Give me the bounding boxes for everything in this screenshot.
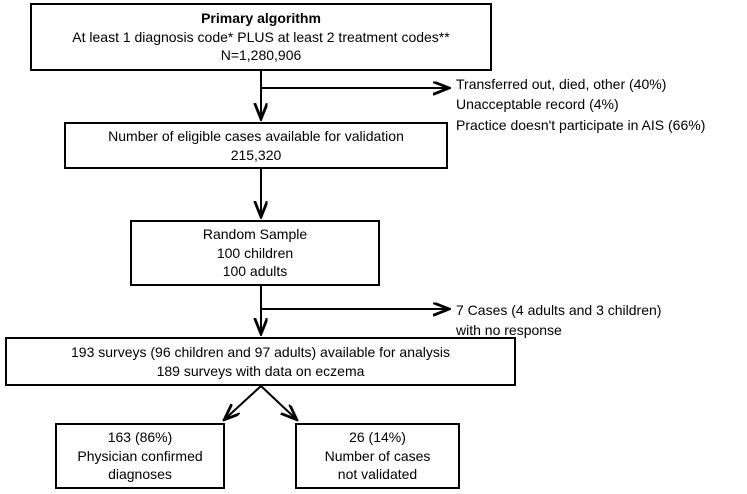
node-notvalidated-line-3: not validated xyxy=(337,466,418,483)
node-primary-algorithm: Primary algorithm At least 1 diagnosis c… xyxy=(30,3,492,71)
connector-surveys-to-notvalidated xyxy=(260,385,296,419)
node-primary-line-3: N=1,280,906 xyxy=(220,47,302,64)
annotation-noresponse-line-2: with no response xyxy=(456,322,562,339)
annotation-noresponse-line-1: 7 Cases (4 adults and 3 children) xyxy=(456,302,662,318)
node-random-line-1: Random Sample xyxy=(202,226,308,243)
node-physician-confirmed: 163 (86%) Physician confirmed diagnoses xyxy=(55,423,225,489)
annotation-exclusions: Transferred out, died, other (40%) Unacc… xyxy=(456,74,705,135)
node-eligible-line-1: Number of eligible cases available for v… xyxy=(108,128,404,145)
node-random-line-3: 100 adults xyxy=(222,263,288,280)
node-primary-line-2: At least 1 diagnosis code* PLUS at least… xyxy=(72,28,450,45)
node-surveys-line-1: 193 surveys (96 children and 97 adults) … xyxy=(71,344,450,361)
node-surveys-available: 193 surveys (96 children and 97 adults) … xyxy=(5,337,516,386)
node-confirmed-line-2: Physician confirmed xyxy=(77,447,203,464)
node-not-validated: 26 (14%) Number of cases not validated xyxy=(295,423,460,489)
node-random-sample: Random Sample 100 children 100 adults xyxy=(130,220,380,286)
annotation-exclusions-line-3: Practice doesn't participate in AIS (66%… xyxy=(456,116,706,133)
annotation-no-response: 7 Cases (4 adults and 3 children) with n… xyxy=(456,300,661,341)
node-notvalidated-line-1: 26 (14%) xyxy=(349,429,406,446)
node-eligible-line-2: 215,320 xyxy=(230,146,282,163)
node-notvalidated-line-2: Number of cases xyxy=(324,447,431,464)
node-confirmed-line-3: diagnoses xyxy=(108,466,172,483)
node-primary-line-1: Primary algorithm xyxy=(201,10,321,27)
node-random-line-2: 100 children xyxy=(216,244,294,261)
annotation-exclusions-line-2: Unacceptable record (4%) xyxy=(456,96,619,113)
connector-surveys-to-confirmed xyxy=(225,385,262,419)
node-eligible-cases: Number of eligible cases available for v… xyxy=(64,122,448,169)
node-surveys-line-2: 189 surveys with data on eczema xyxy=(156,362,365,379)
node-confirmed-line-1: 163 (86%) xyxy=(107,429,173,446)
annotation-exclusions-line-1: Transferred out, died, other (40%) xyxy=(456,76,667,92)
